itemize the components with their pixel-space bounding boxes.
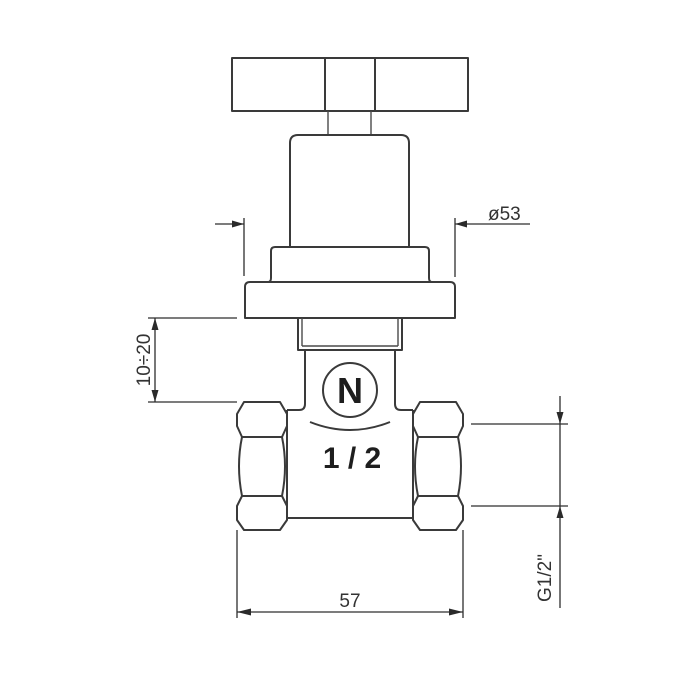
left-hex-nut bbox=[236, 401, 288, 531]
handle bbox=[231, 57, 469, 112]
length-label: 57 bbox=[339, 591, 360, 612]
right-hex-nut bbox=[412, 401, 464, 531]
adjustment-dimension: 10÷20 bbox=[134, 317, 237, 403]
adjustment-label: 10÷20 bbox=[134, 334, 155, 387]
flange bbox=[244, 281, 456, 319]
spindle bbox=[327, 111, 372, 136]
thread-label: G1/2" bbox=[535, 554, 556, 602]
upper-collar bbox=[267, 246, 433, 283]
thread-dimension: G1/2" bbox=[471, 396, 568, 608]
length-dimension: 57 bbox=[236, 530, 464, 618]
diameter-dimension: ø53 bbox=[215, 204, 530, 277]
brand-mark: N bbox=[309, 362, 391, 431]
diameter-label: ø53 bbox=[488, 204, 521, 225]
stem-cover bbox=[289, 134, 410, 247]
size-label: 1 / 2 bbox=[323, 442, 381, 475]
valve-body bbox=[287, 350, 413, 519]
brand-letter: N bbox=[337, 370, 363, 411]
threaded-neck bbox=[297, 317, 403, 351]
